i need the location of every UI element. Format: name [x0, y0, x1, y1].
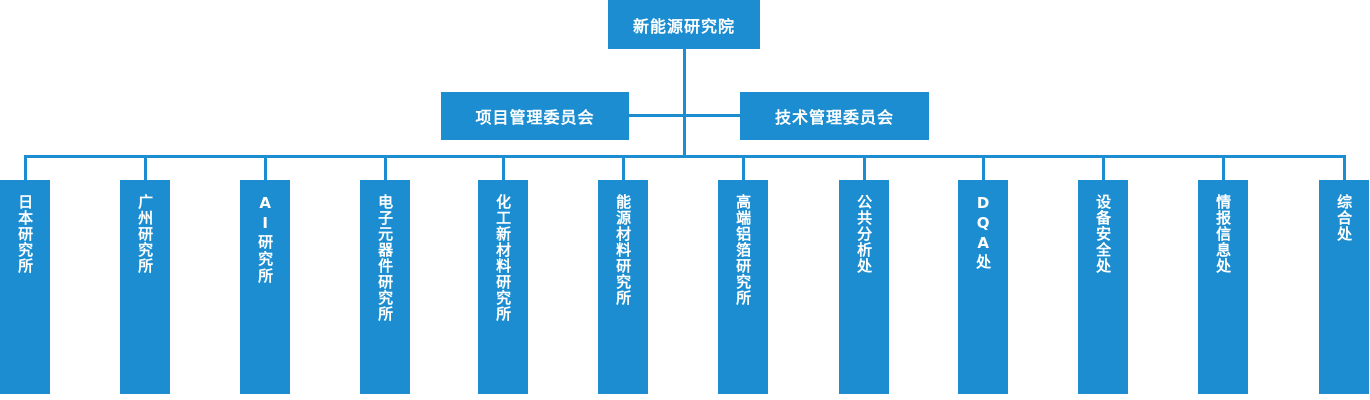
node-committee-project-management[interactable]: 项目管理委员会	[441, 92, 629, 140]
node-unit-label-6: 能源材料研究所	[614, 194, 633, 306]
node-unit-label-2: 广州研究所	[136, 194, 155, 274]
node-committee-left-label: 项目管理委员会	[475, 108, 595, 127]
node-committee-right-label: 技术管理委员会	[774, 108, 894, 127]
node-unit-public-analysis-department[interactable]: 公共分析处	[839, 180, 889, 394]
node-unit-intelligence-information-department[interactable]: 情报信息处	[1198, 180, 1248, 394]
node-unit-ai-research-institute[interactable]: AI研究所	[240, 180, 290, 394]
node-unit-chemical-new-materials-research-institute[interactable]: 化工新材料研究所	[478, 180, 528, 394]
node-unit-label-3: AI研究所	[256, 194, 275, 285]
connector-drop-3	[264, 155, 267, 180]
connector-drop-1	[24, 155, 27, 180]
connector-committee-bar	[629, 114, 740, 117]
connector-drop-4	[384, 155, 387, 180]
node-root-institute[interactable]: 新能源研究院	[608, 0, 760, 49]
connector-drop-8	[863, 155, 866, 180]
node-unit-label-10: 设备安全处	[1094, 194, 1113, 274]
node-unit-guangzhou-research-institute[interactable]: 广州研究所	[120, 180, 170, 394]
node-unit-label-7: 高端铝箔研究所	[734, 194, 753, 306]
node-unit-equipment-safety-department[interactable]: 设备安全处	[1078, 180, 1128, 394]
node-unit-label-1: 日本研究所	[16, 194, 35, 274]
node-unit-general-affairs-department[interactable]: 综合处	[1319, 180, 1369, 394]
connector-drop-12	[1343, 155, 1346, 180]
node-committee-technical-management[interactable]: 技术管理委员会	[740, 92, 929, 140]
node-unit-japan-research-institute[interactable]: 日本研究所	[0, 180, 50, 394]
connector-root-spine	[683, 49, 686, 157]
node-unit-label-5: 化工新材料研究所	[494, 194, 513, 322]
node-unit-label-4: 电子元器件研究所	[376, 194, 395, 322]
node-unit-label-8: 公共分析处	[855, 194, 874, 274]
node-unit-electronic-components-research-institute[interactable]: 电子元器件研究所	[360, 180, 410, 394]
connector-drop-9	[982, 155, 985, 180]
connector-drop-6	[622, 155, 625, 180]
connector-drop-7	[742, 155, 745, 180]
node-unit-label-12: 综合处	[1335, 194, 1354, 242]
node-unit-energy-materials-research-institute[interactable]: 能源材料研究所	[598, 180, 648, 394]
node-unit-dqa-department[interactable]: DQA处	[958, 180, 1008, 394]
node-root-label: 新能源研究院	[632, 16, 735, 36]
connector-drop-10	[1102, 155, 1105, 180]
node-unit-label-11: 情报信息处	[1214, 194, 1233, 274]
connector-unit-bus	[24, 155, 1346, 158]
connector-drop-5	[502, 155, 505, 180]
connector-drop-11	[1222, 155, 1225, 180]
node-unit-high-end-aluminum-foil-research-institute[interactable]: 高端铝箔研究所	[718, 180, 768, 394]
node-unit-label-9: DQA处	[974, 194, 993, 271]
connector-drop-2	[144, 155, 147, 180]
